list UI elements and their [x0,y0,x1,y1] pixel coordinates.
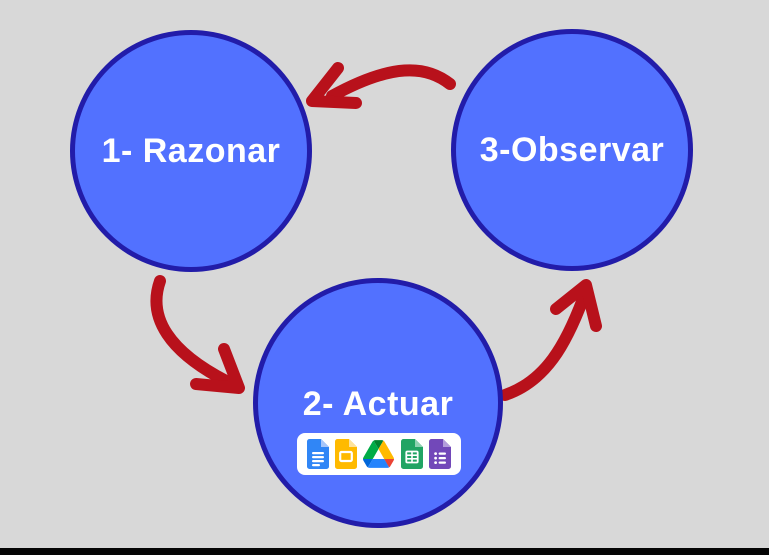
arrow-razonar-to-actuar [150,275,245,394]
google-slides-icon [335,439,358,469]
node-actuar: 2- Actuar [253,278,503,528]
arrow-actuar-to-observar [499,279,602,401]
arrow-observar-to-razonar [306,62,456,109]
bottom-bar [0,548,769,555]
google-forms-icon [428,439,451,469]
google-drive-icon [363,440,395,468]
google-sheets-icon [400,439,423,469]
node-observar: 3-Observar [451,29,693,271]
node-actuar-label: 2- Actuar [302,385,454,423]
node-razonar: 1- Razonar [70,30,312,272]
google-docs-icon [307,439,330,469]
node-razonar-label: 1- Razonar [101,131,281,170]
google-apps-bar [297,433,461,475]
node-observar-label: 3-Observar [479,130,665,169]
